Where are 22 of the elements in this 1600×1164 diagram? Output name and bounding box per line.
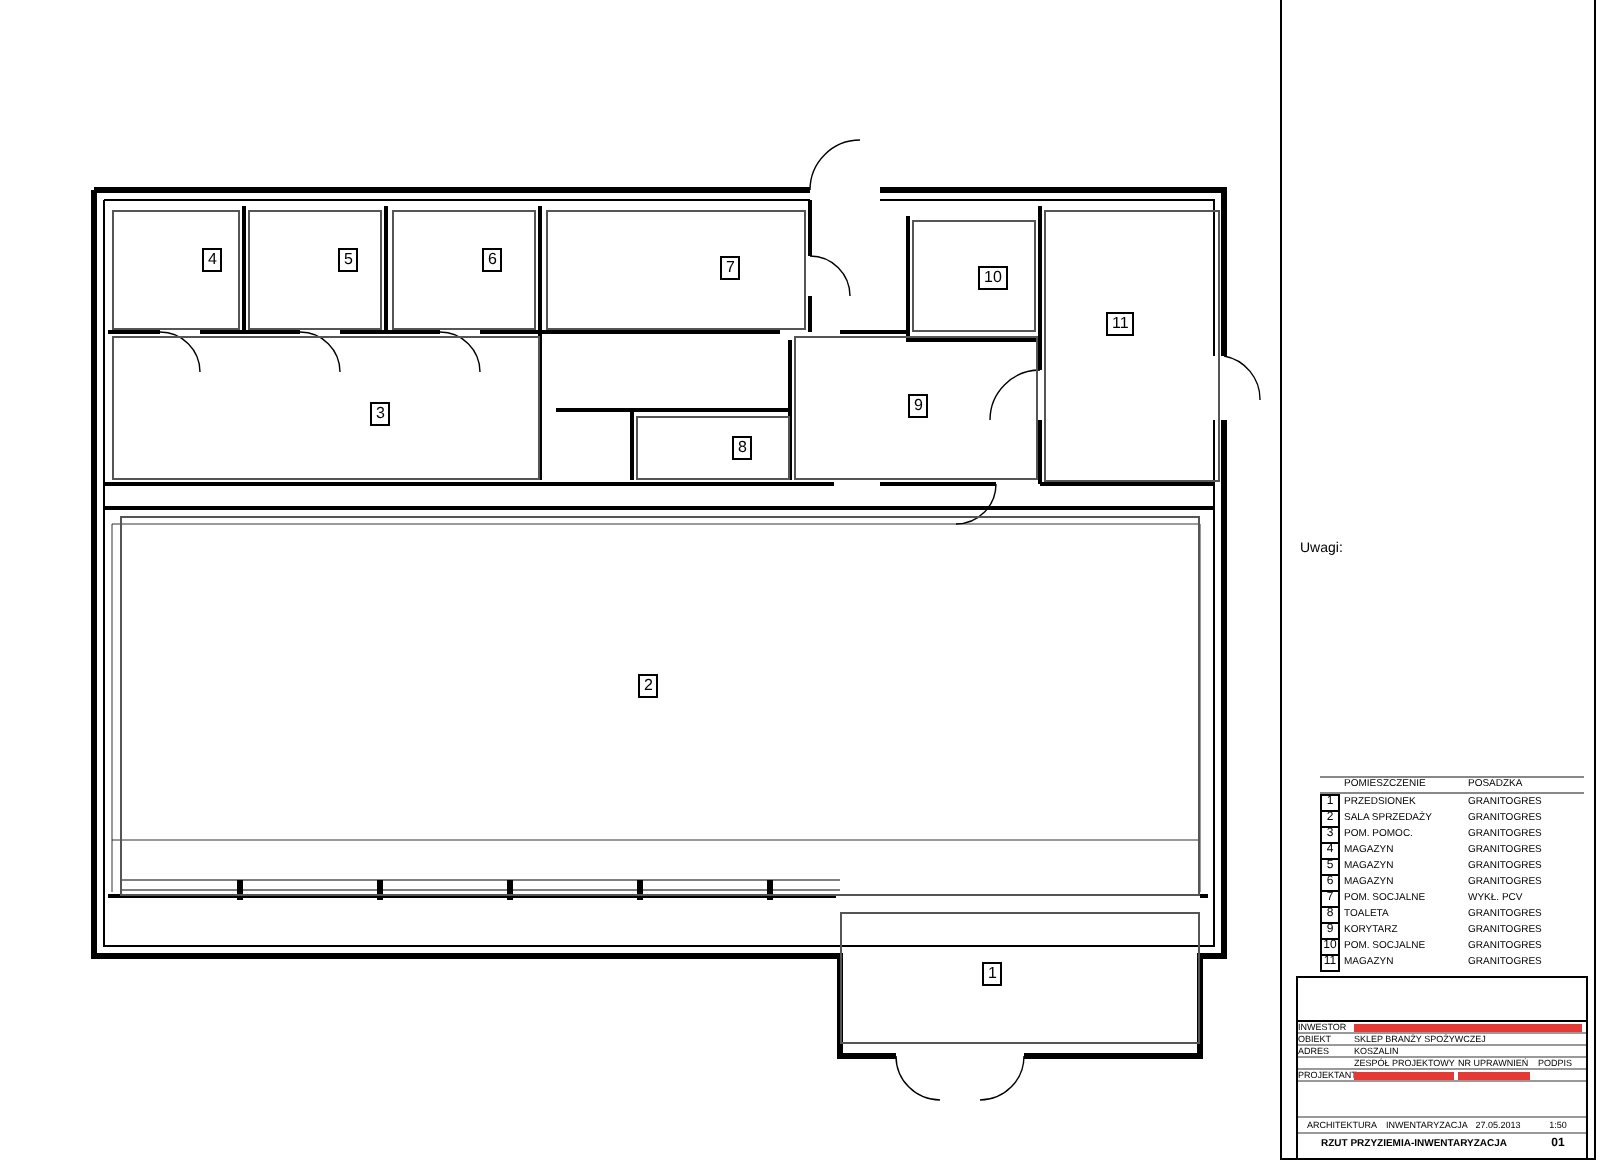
room-number: 10 xyxy=(978,266,1008,290)
room-number: 3 xyxy=(370,402,391,426)
room-outline xyxy=(248,210,382,330)
room-number: 7 xyxy=(720,256,741,280)
room-outline xyxy=(392,210,536,330)
room-number: 6 xyxy=(482,248,503,272)
room-number: 5 xyxy=(338,248,359,272)
room-outline xyxy=(840,912,1200,1044)
room-number: 9 xyxy=(908,394,929,418)
room-outline xyxy=(794,336,1038,480)
room-number: 2 xyxy=(638,674,659,698)
room-outline xyxy=(636,416,790,480)
room-outline xyxy=(1044,210,1220,482)
room-outline xyxy=(546,210,806,330)
room-outline xyxy=(112,336,540,480)
room-number: 1 xyxy=(982,962,1003,986)
room-number: 11 xyxy=(1106,312,1135,336)
room-outline xyxy=(112,210,240,330)
room-number: 8 xyxy=(732,436,753,460)
room-number: 4 xyxy=(202,248,223,272)
room-outline xyxy=(912,220,1036,332)
room-outline xyxy=(120,516,1200,896)
